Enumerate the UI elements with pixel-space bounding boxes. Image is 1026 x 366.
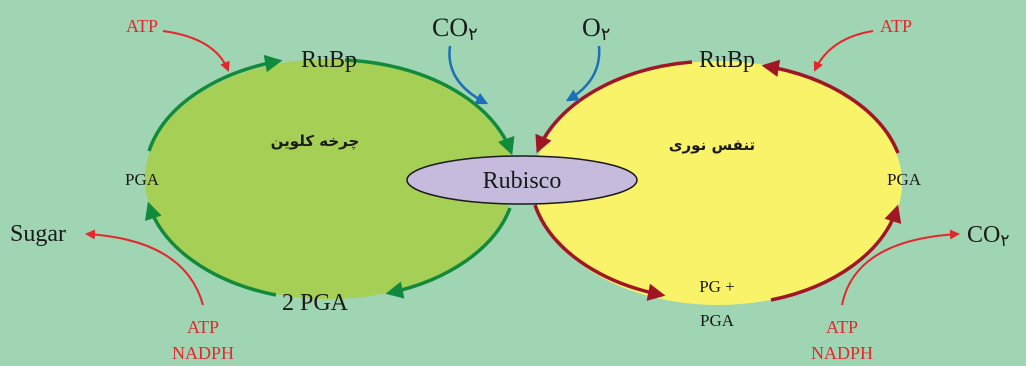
calvin-2pga-label: 2 PGA: [282, 290, 349, 316]
photoresp-arrow-pga-to-rubp: [761, 59, 900, 154]
photoresp-nadph-label: NADPH: [811, 343, 873, 363]
rubisco-ellipse: [406, 155, 638, 205]
photoresp-pga-label: PGA: [887, 170, 922, 189]
co2-output-label: CO۲: [967, 222, 1009, 250]
calvin-nadph-label: NADPH: [172, 343, 234, 363]
photoresp-rubp-label: RuBp: [699, 47, 755, 73]
photoresp-pga-bottom-label: PGA: [700, 311, 735, 330]
calvin-cycle-title: چرخه کلوین: [271, 132, 360, 151]
sugar-output-arrow: [85, 229, 204, 306]
o2-label: O۲: [582, 13, 610, 44]
co2-input-arrow: [448, 45, 489, 105]
photoresp-arrow-rubisco-to-pg: [533, 204, 666, 301]
calvin-rubp-label: RuBp: [301, 47, 357, 73]
rubisco-enzyme: Rubisco: [406, 155, 638, 205]
calvin-co2-label: CO۲: [432, 13, 478, 44]
photoresp-atp-input-arrow: [813, 30, 874, 72]
calvin-atp-input-arrow: [162, 30, 230, 72]
calvin-arrow-2pga-to-pga: [145, 201, 277, 297]
photoresp-arrow-pg-to-pga: [770, 204, 902, 302]
photoresp-atp-top-label: ATP: [880, 16, 912, 36]
calvin-cycle: RuBp چرخه کلوین PGA 2 PGA ATP CO۲ ATP NA…: [10, 13, 515, 363]
photoresp-atp-bottom-label: ATP: [826, 317, 858, 337]
calvin-arrow-rubp-to-rubisco: [344, 58, 515, 156]
o2-input-arrow: [565, 45, 601, 102]
calvin-arrow-rubisco-to-2pga: [385, 207, 512, 299]
calvin-cycle-ellipse: [145, 59, 513, 299]
photoresp-arrow-rubp-to-rubisco: [535, 60, 693, 154]
rubisco-label: Rubisco: [483, 168, 562, 194]
calvin-arrow-pga-to-rubp: [147, 54, 283, 152]
photorespiration-cycle: RuBp تنفس نوری PGA PG + PGA O۲ ATP ATP N…: [533, 13, 1009, 363]
co2-output-arrow: [841, 229, 960, 306]
photorespiration-ellipse: [534, 61, 902, 305]
photorespiration-title: تنفس نوری: [669, 136, 755, 154]
photoresp-pg-label: PG +: [699, 277, 735, 296]
calvin-pga-label: PGA: [125, 170, 160, 189]
calvin-atp-top-label: ATP: [126, 16, 158, 36]
sugar-label: Sugar: [10, 221, 66, 247]
calvin-atp-bottom-label: ATP: [187, 317, 219, 337]
